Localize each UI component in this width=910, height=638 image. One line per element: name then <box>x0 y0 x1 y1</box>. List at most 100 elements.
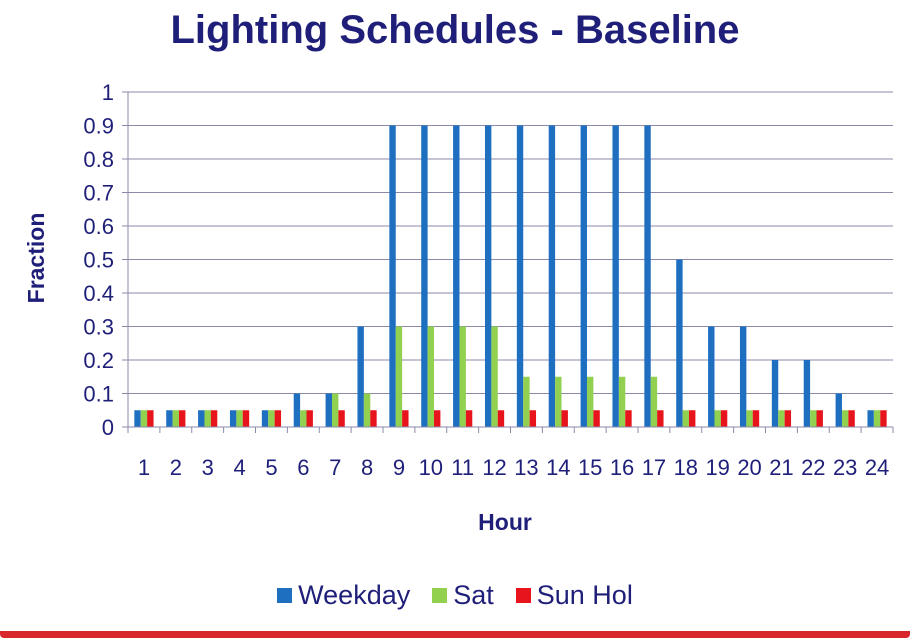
bar-weekday <box>516 125 524 427</box>
y-tick-label: 0.6 <box>83 214 114 239</box>
bar-weekday <box>803 360 811 427</box>
bar-sat <box>331 393 339 427</box>
bar-sun-hol <box>880 410 887 427</box>
y-tick-label: 0.5 <box>83 248 114 273</box>
bar-sun-hol <box>689 410 696 427</box>
bar-sat <box>236 410 243 427</box>
gridlines <box>122 91 893 428</box>
bar-sat <box>363 393 371 427</box>
bar-weekday <box>325 393 332 427</box>
x-tick-label: 5 <box>265 455 277 480</box>
bar-weekday <box>580 125 587 427</box>
bar-weekday <box>835 393 842 427</box>
bar-sun-hol <box>720 410 728 427</box>
x-tick-label: 2 <box>170 455 182 480</box>
y-tick-label: 0.2 <box>83 348 114 373</box>
bar-sat <box>395 326 403 427</box>
bar-weekday <box>357 326 364 427</box>
x-tick-label: 9 <box>393 455 405 480</box>
bar-weekday <box>293 393 301 427</box>
bar-sun-hol <box>465 410 473 427</box>
bar-sun-hol <box>561 410 568 427</box>
bar-sat <box>873 410 881 427</box>
bar-sun-hol <box>529 410 537 427</box>
bar-weekday <box>676 259 683 427</box>
bar-sat <box>841 410 849 427</box>
x-tick-label: 8 <box>361 455 373 480</box>
bar-sat <box>268 410 275 427</box>
bar-sat <box>204 410 211 427</box>
y-tick-label: 1 <box>102 80 114 105</box>
legend-item: Weekday <box>277 580 410 611</box>
bar-sun-hol <box>816 410 823 427</box>
bar-sun-hol <box>497 410 505 427</box>
bar-sat <box>714 410 721 427</box>
x-tick-label: 4 <box>233 455 245 480</box>
bar-sun-hol <box>274 410 282 427</box>
bar-sat <box>300 410 307 427</box>
bar-sat <box>140 410 148 427</box>
y-tick-label: 0.9 <box>83 114 114 139</box>
bar-sat <box>778 410 785 427</box>
x-tick-label: 3 <box>202 455 214 480</box>
bar-weekday <box>739 326 747 427</box>
legend-item: Sun Hol <box>515 580 633 611</box>
x-tick-label: 15 <box>578 455 602 480</box>
bar-sat <box>172 410 180 427</box>
bar-sun-hol <box>784 410 792 427</box>
bar-sun-hol <box>593 410 600 427</box>
bar-weekday <box>484 125 492 427</box>
y-tick-labels: 00.10.20.30.40.50.60.70.80.91 <box>83 80 114 440</box>
y-tick-label: 0.3 <box>83 315 114 340</box>
bar-weekday <box>134 410 141 427</box>
y-tick-label: 0.1 <box>83 382 114 407</box>
bar-weekday <box>421 125 428 427</box>
x-tick-label: 23 <box>833 455 857 480</box>
bar-sun-hol <box>179 410 186 427</box>
bar-weekday <box>198 410 205 427</box>
x-tick-label: 19 <box>705 455 729 480</box>
bar-weekday <box>612 125 619 427</box>
y-tick-label: 0.4 <box>83 281 114 306</box>
legend-swatch <box>432 588 448 603</box>
bar-weekday <box>261 410 269 427</box>
bar-sun-hol <box>402 410 409 427</box>
bar-sat <box>650 376 658 427</box>
bar-sun-hol <box>848 410 855 427</box>
x-tick-label: 20 <box>737 455 761 480</box>
bar-weekday <box>389 125 396 427</box>
x-tick-label: 13 <box>514 455 538 480</box>
bar-sun-hol <box>625 410 632 427</box>
legend-swatch <box>277 588 293 603</box>
x-tick-label: 1 <box>138 455 150 480</box>
legend-item: Sat <box>432 580 494 611</box>
x-tick-label: 12 <box>482 455 506 480</box>
legend-swatch <box>515 588 531 603</box>
x-tick-label: 16 <box>610 455 634 480</box>
x-tick-label: 7 <box>329 455 341 480</box>
bar-sat <box>586 376 594 427</box>
bar-sun-hol <box>434 410 441 427</box>
x-tick-label: 10 <box>419 455 443 480</box>
bar-sat <box>618 376 626 427</box>
bar-sun-hol <box>306 410 313 427</box>
bar-weekday <box>867 410 874 427</box>
bars <box>134 125 887 427</box>
bar-weekday <box>548 125 556 427</box>
bar-sat <box>555 376 562 427</box>
x-tick-label: 18 <box>674 455 698 480</box>
frame-border <box>0 631 910 638</box>
bar-weekday <box>453 125 460 427</box>
legend-label: Sun Hol <box>536 580 633 610</box>
chart-title: Lighting Schedules - Baseline <box>170 8 740 52</box>
legend-label: Sat <box>453 580 494 610</box>
bar-weekday <box>644 125 651 427</box>
bar-sat <box>746 410 753 427</box>
x-axis-label: Hour <box>478 509 532 535</box>
axes <box>127 92 894 433</box>
x-tick-label: 17 <box>642 455 666 480</box>
bar-sat <box>682 410 690 427</box>
bar-sun-hol <box>370 410 377 427</box>
